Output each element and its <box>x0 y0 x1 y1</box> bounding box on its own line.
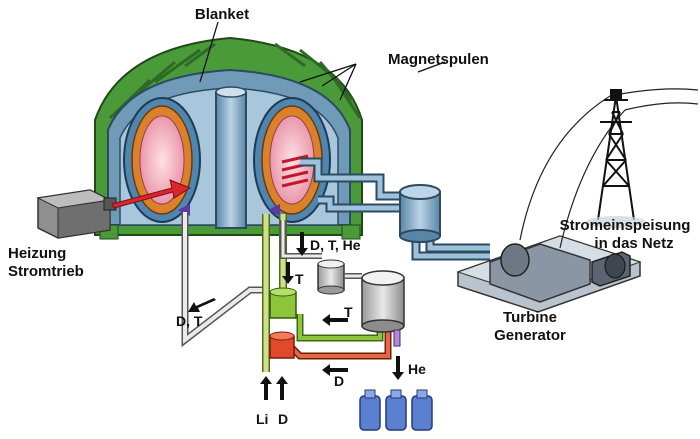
label-in-das-netz: in das Netz <box>594 235 673 252</box>
central-solenoid <box>215 91 247 229</box>
label-d-bottom: D <box>278 411 288 427</box>
label-stromtrieb: Stromtrieb <box>8 263 84 280</box>
label-blanket: Blanket <box>195 6 249 23</box>
tokamak-reactor <box>94 36 363 240</box>
label-turbine: Turbine <box>503 309 557 326</box>
label-d-t-he: D, T, He <box>310 237 361 253</box>
turbine-generator <box>456 235 642 313</box>
small-separation-tank <box>317 259 345 295</box>
label-t-right: T <box>344 304 353 320</box>
isotope-separation-tank <box>361 270 405 347</box>
tritium-processing-unit <box>269 287 297 319</box>
label-generator: Generator <box>494 327 566 344</box>
label-li: Li <box>256 411 268 427</box>
label-d-right: D <box>334 373 344 389</box>
heating-unit <box>36 189 117 239</box>
label-d-t: D, T <box>176 313 203 329</box>
label-magnetspulen: Magnetspulen <box>388 51 489 68</box>
label-stromeinspeisung: Stromeinspeisung <box>560 217 691 234</box>
flow-arrows <box>188 232 404 400</box>
helium-bottles <box>359 389 433 431</box>
steam-generator-tank <box>399 184 441 243</box>
fuel-cycle-pipes <box>181 212 392 372</box>
leader-lines <box>199 21 446 101</box>
deuterium-unit <box>269 331 295 359</box>
right-plasma-section <box>253 97 331 223</box>
label-t-upper: T <box>295 271 304 287</box>
left-plasma-section <box>123 97 201 223</box>
power-pylon <box>597 89 635 221</box>
coil-ribs <box>108 42 362 120</box>
label-he: He <box>408 361 426 377</box>
heating-beam-arrow <box>111 179 192 209</box>
label-heizung: Heizung <box>8 245 66 262</box>
